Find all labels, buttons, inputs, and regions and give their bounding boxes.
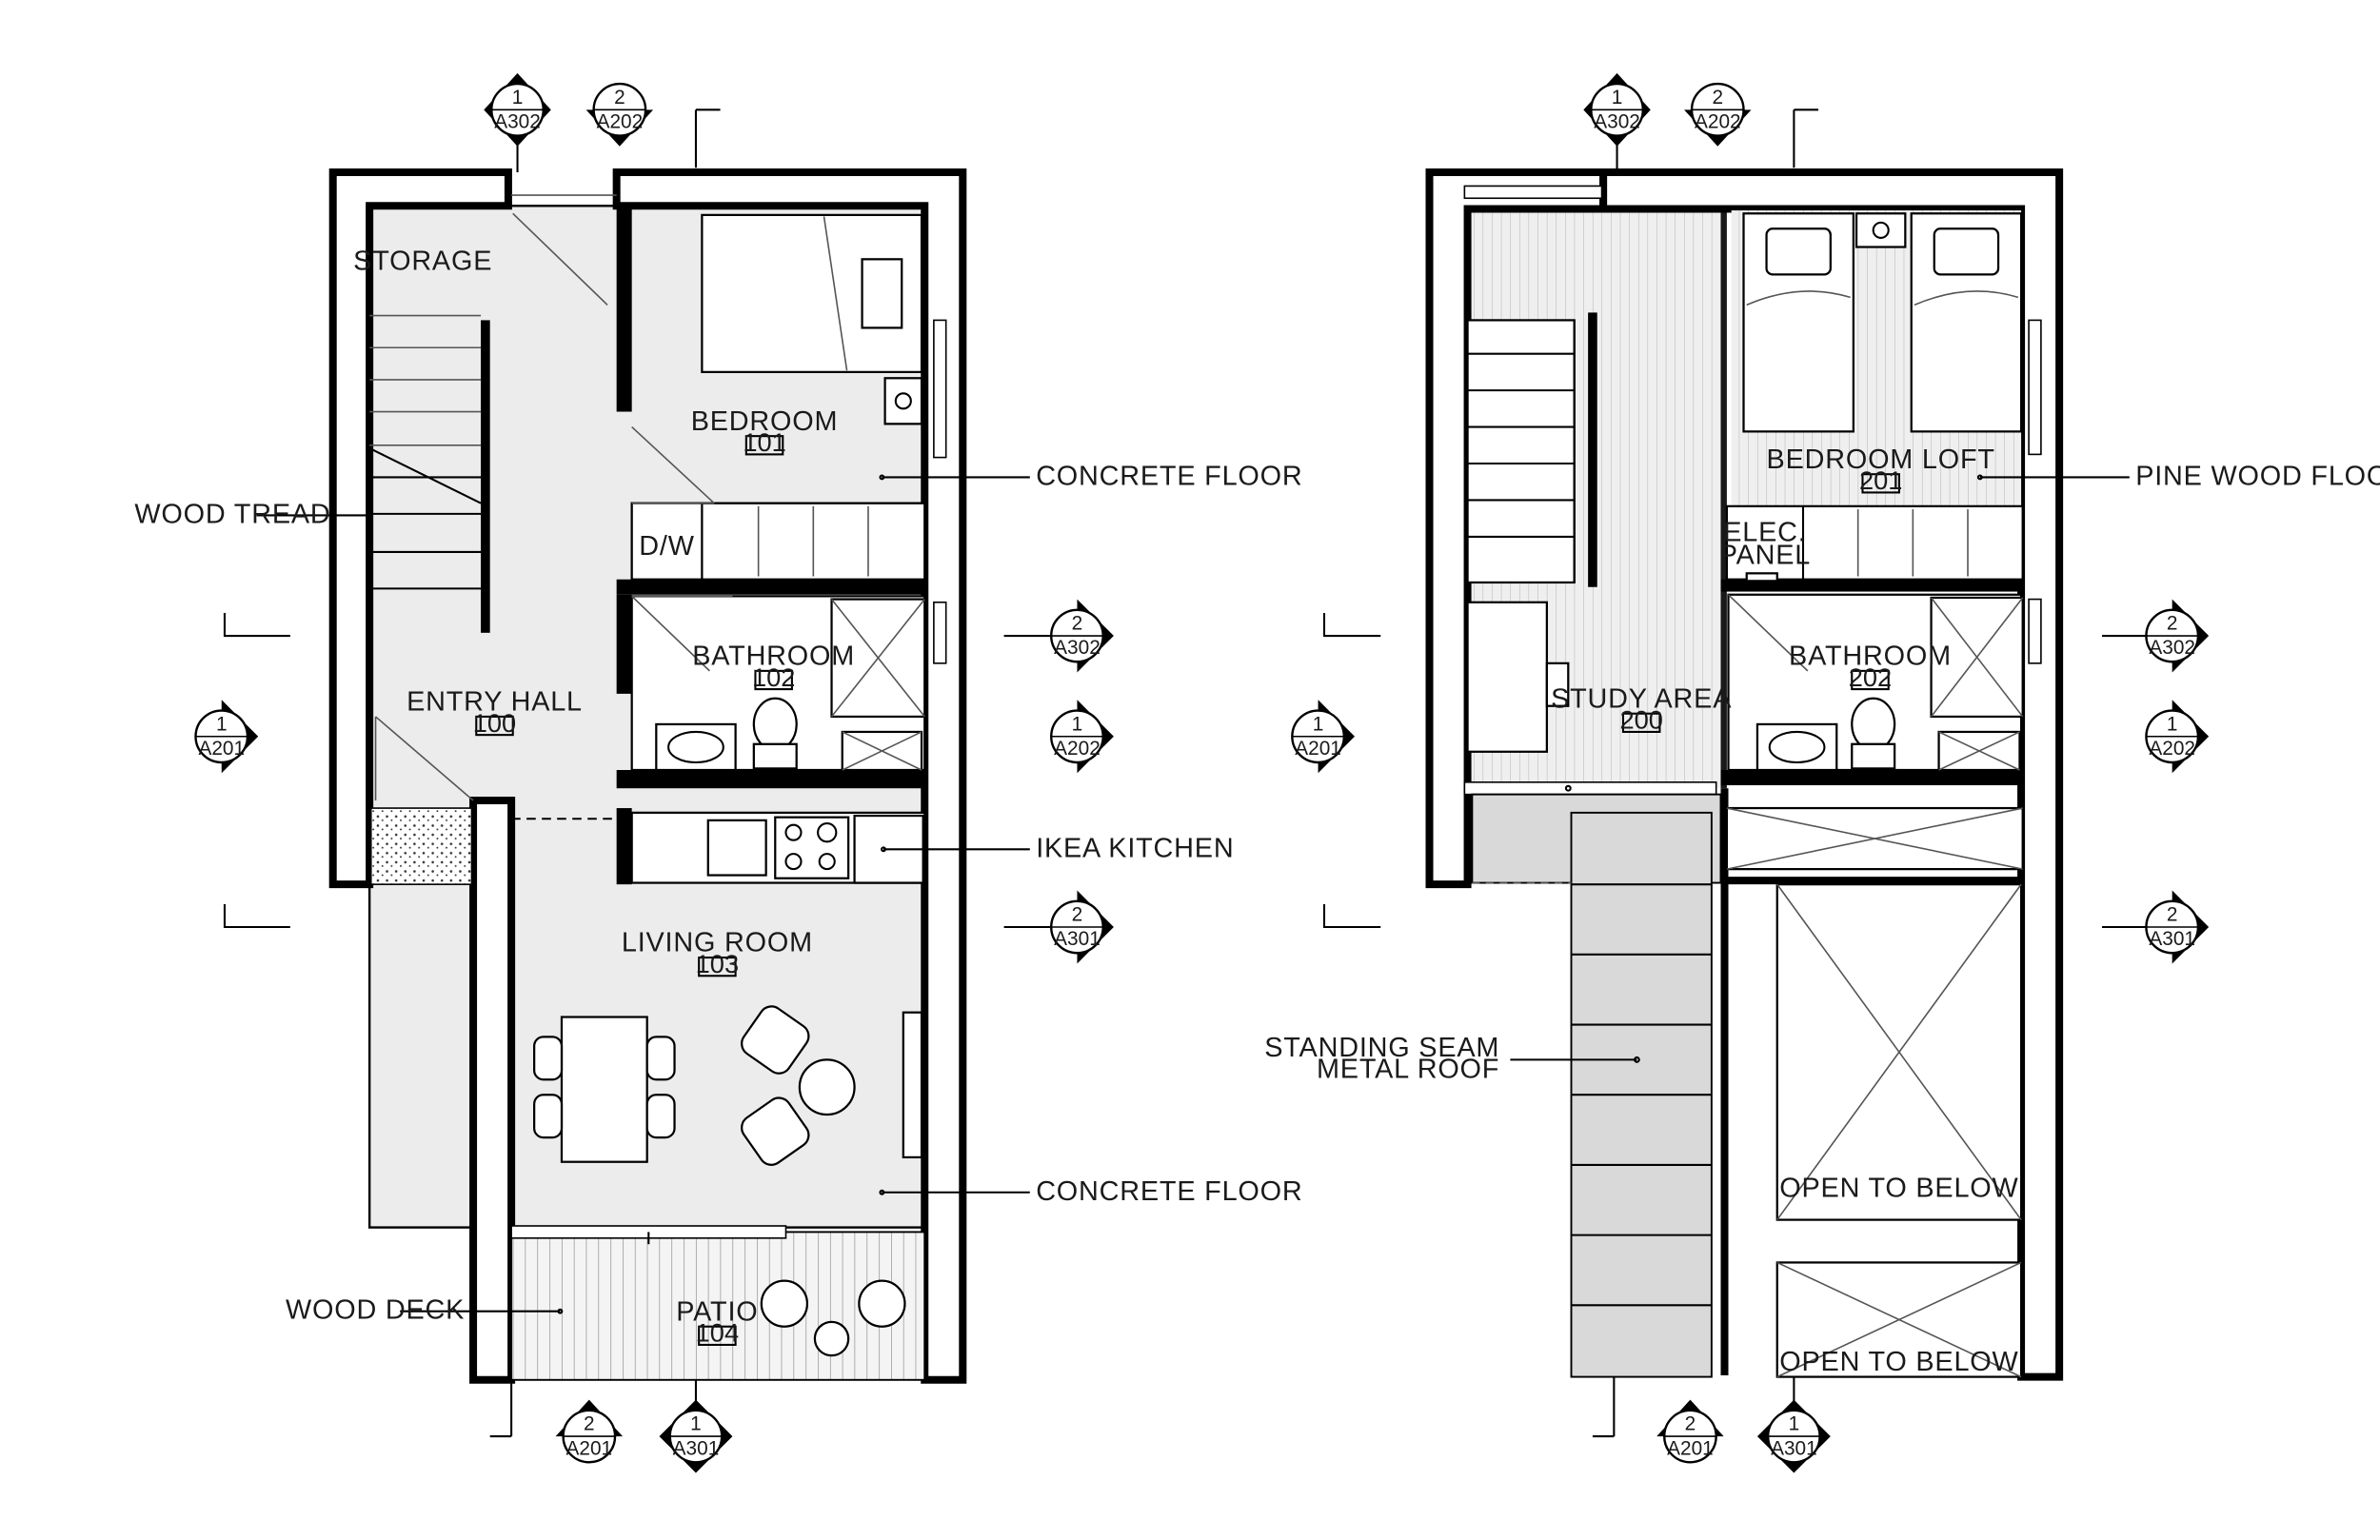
svg-text:2: 2 xyxy=(2167,613,2178,635)
svg-text:A202: A202 xyxy=(2149,738,2195,760)
room-number-101: 101 xyxy=(743,427,785,457)
stairs xyxy=(368,206,482,801)
section-marker-1-a301-bottom: 1 A301 xyxy=(659,1399,733,1473)
svg-text:A301: A301 xyxy=(1054,928,1101,950)
section-marker-2-a202: 2 A202 xyxy=(585,82,654,147)
svg-text:A302: A302 xyxy=(494,111,541,133)
svg-text:1: 1 xyxy=(216,713,228,735)
room-label-study-area: STUDY AREA xyxy=(1551,683,1732,714)
ground-floor-room-labels: STORAGE BEDROOM 101 ENTRY HALL 100 BATHR… xyxy=(353,247,855,1348)
study-area-200 xyxy=(1463,601,1717,796)
svg-text:A301: A301 xyxy=(673,1437,720,1459)
svg-text:A201: A201 xyxy=(198,738,245,760)
svg-text:A202: A202 xyxy=(597,111,644,133)
bathroom-202 xyxy=(1727,593,2024,772)
svg-text:2: 2 xyxy=(1685,1413,1696,1435)
loft-section-marker-2-a202: 2 A202 xyxy=(1684,82,1752,147)
svg-text:A201: A201 xyxy=(1667,1437,1714,1459)
room-label-bedroom: BEDROOM xyxy=(691,406,839,437)
room-number-201: 201 xyxy=(1859,465,1902,495)
bedroom-101 xyxy=(630,213,926,581)
loft-floor-plan: BEDROOM LOFT 201 STUDY AREA 200 BATHROOM… xyxy=(1264,109,2380,1441)
section-marker-1-a202-right: 1 A202 xyxy=(1050,700,1114,774)
room-label-living-room: LIVING ROOM xyxy=(622,928,813,958)
callout-metal-roof: METAL ROOF xyxy=(1317,1055,1499,1085)
loft-section-marker-1-a301-bottom: 1 A301 xyxy=(1756,1399,1831,1473)
living-room-furniture xyxy=(533,1005,923,1195)
svg-text:A302: A302 xyxy=(1594,111,1640,133)
loft-section-marker-1-a201-left: 1 A201 xyxy=(1291,700,1356,774)
entry-gravel xyxy=(369,807,473,885)
loft-stairs xyxy=(1466,319,1576,584)
open-to-below-label-2: OPEN TO BELOW xyxy=(1779,1347,2018,1377)
room-number-200: 200 xyxy=(1619,705,1662,735)
loft-floor-room-labels: BEDROOM LOFT 201 STUDY AREA 200 BATHROOM… xyxy=(1551,444,2018,1377)
svg-text:A301: A301 xyxy=(1771,1437,1817,1459)
svg-text:2: 2 xyxy=(1712,87,1723,109)
loft-section-marker-1-a302: 1 A302 xyxy=(1583,72,1651,147)
standing-seam-roof xyxy=(1471,793,1722,1378)
svg-text:1: 1 xyxy=(1072,713,1083,735)
svg-text:A201: A201 xyxy=(566,1437,613,1459)
patio-104 xyxy=(510,1225,926,1381)
room-number-104: 104 xyxy=(696,1318,739,1348)
callout-concrete-floor-top: CONCRETE FLOOR xyxy=(1036,461,1302,491)
room-number-100: 100 xyxy=(473,708,516,738)
elec-panel-label-1: ELEC. xyxy=(1723,518,1806,548)
section-marker-1-a201-left: 1 A201 xyxy=(194,700,259,774)
loft-section-marker-2-a201-bottom: 2 A201 xyxy=(1656,1399,1724,1464)
bathroom-102 xyxy=(630,595,926,772)
room-label-bedroom-loft: BEDROOM LOFT xyxy=(1767,444,1995,475)
section-marker-2-a302-right: 2 A302 xyxy=(1050,599,1114,673)
elec-panel-label-2: PANEL xyxy=(1719,541,1811,571)
room-label-bathroom-202: BATHROOM xyxy=(1789,641,1952,671)
dishwasher-label: D/W xyxy=(639,531,694,562)
room-label-entry-hall: ENTRY HALL xyxy=(407,687,583,718)
loft-section-marker-1-a202-right: 1 A202 xyxy=(2145,700,2210,774)
callout-wood-deck: WOOD DECK xyxy=(286,1295,465,1326)
svg-text:A202: A202 xyxy=(1695,111,1741,133)
svg-text:1: 1 xyxy=(690,1413,702,1435)
svg-text:1: 1 xyxy=(512,87,524,109)
section-marker-1-a302: 1 A302 xyxy=(484,72,551,147)
ground-floor-plan: STORAGE BEDROOM 101 ENTRY HALL 100 BATHR… xyxy=(134,109,1302,1441)
callout-standing-seam: STANDING SEAM xyxy=(1264,1033,1499,1063)
open-to-below-label-1: OPEN TO BELOW xyxy=(1779,1174,2018,1204)
room-label-storage: STORAGE xyxy=(353,247,492,277)
room-number-202: 202 xyxy=(1849,662,1892,692)
room-number-102: 102 xyxy=(752,662,795,692)
svg-text:A202: A202 xyxy=(1054,738,1101,760)
bedroom-loft-201 xyxy=(1725,210,2024,582)
svg-text:2: 2 xyxy=(1072,613,1083,635)
svg-text:1: 1 xyxy=(1612,87,1623,109)
svg-text:2: 2 xyxy=(2167,904,2178,926)
section-marker-2-a201-bottom: 2 A201 xyxy=(555,1399,624,1464)
svg-text:2: 2 xyxy=(584,1413,595,1435)
room-label-bathroom: BATHROOM xyxy=(692,641,855,671)
loft-section-marker-2-a302-right: 2 A302 xyxy=(2145,599,2210,673)
svg-text:A302: A302 xyxy=(2149,637,2195,659)
svg-text:2: 2 xyxy=(614,87,625,109)
callout-ikea-kitchen: IKEA KITCHEN xyxy=(1036,833,1234,863)
kitchen xyxy=(630,811,926,884)
svg-text:2: 2 xyxy=(1072,904,1083,926)
open-to-below xyxy=(1725,806,2024,1378)
svg-text:A201: A201 xyxy=(1295,738,1341,760)
room-number-103: 103 xyxy=(696,949,739,978)
svg-text:A302: A302 xyxy=(1054,637,1101,659)
loft-floor-callouts: PINE WOOD FLOOR STANDING SEAM METAL ROOF xyxy=(1264,461,2380,1084)
callout-wood-tread: WOOD TREAD xyxy=(134,499,330,529)
loft-section-marker-2-a301-right: 2 A301 xyxy=(2145,890,2210,964)
callout-pine-wood-floor: PINE WOOD FLOOR xyxy=(2135,461,2380,491)
svg-text:A301: A301 xyxy=(2149,928,2195,950)
svg-text:1: 1 xyxy=(1313,713,1324,735)
ground-floor-callouts: CONCRETE FLOOR WOOD TREAD IKEA KITCHEN C… xyxy=(134,461,1302,1326)
svg-text:1: 1 xyxy=(1789,1413,1800,1435)
room-label-patio: PATIO xyxy=(676,1296,758,1327)
callout-concrete-floor-bottom: CONCRETE FLOOR xyxy=(1036,1176,1302,1207)
svg-text:1: 1 xyxy=(2167,713,2178,735)
section-marker-2-a301-right: 2 A301 xyxy=(1050,890,1114,964)
